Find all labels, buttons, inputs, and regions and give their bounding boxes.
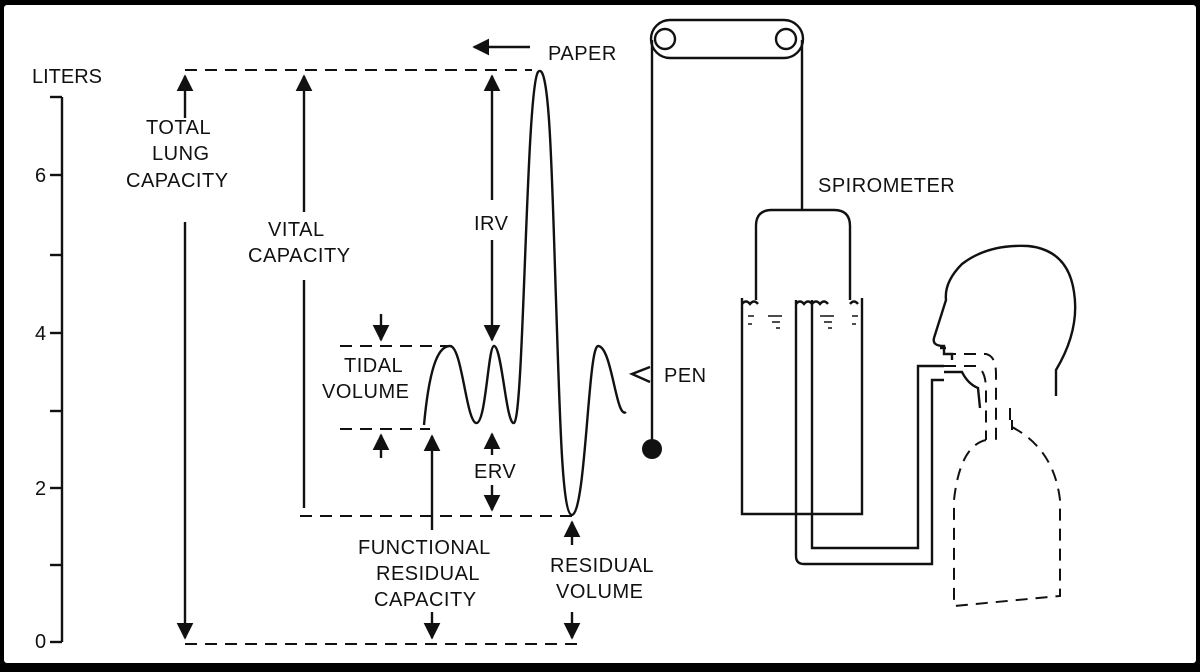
erv-label: ERV xyxy=(474,461,516,483)
axis-tick-label-4: 4 xyxy=(35,323,46,345)
measurement-arrows xyxy=(176,38,581,640)
irv-label: IRV xyxy=(474,213,509,235)
water-fill-marks xyxy=(748,315,858,329)
pulley-system xyxy=(642,18,805,459)
vc-label-line-2: CAPACITY xyxy=(248,245,351,267)
spirometer-trace xyxy=(422,69,627,517)
tlc-label-line-2: LUNG xyxy=(152,143,210,165)
paper-label: PAPER xyxy=(548,43,617,65)
right-pulley xyxy=(774,27,798,51)
water-surface xyxy=(741,300,859,306)
water-tank xyxy=(740,298,864,516)
subject-head xyxy=(932,244,1077,608)
axis-tick-label-2: 2 xyxy=(35,478,46,500)
counterweight xyxy=(642,439,662,459)
axis-unit-label: LITERS xyxy=(32,66,102,88)
reference-lines xyxy=(185,69,578,645)
tidal-label-line-1: TIDAL xyxy=(344,355,403,377)
pen-pointer xyxy=(628,365,651,384)
figure-panel xyxy=(4,5,1196,663)
left-pulley xyxy=(653,27,677,51)
axis-tick-label-6: 6 xyxy=(35,165,46,187)
breathing-tube-inner xyxy=(810,300,944,550)
frc-label-line-2: RESIDUAL xyxy=(376,563,480,585)
tidal-label-line-2: VOLUME xyxy=(322,381,409,403)
rv-label-line-2: VOLUME xyxy=(556,581,643,603)
pulley-belt xyxy=(649,18,805,60)
spirometer-apparatus xyxy=(740,208,944,566)
airway-dashed xyxy=(944,353,997,440)
frc-label-line-3: CAPACITY xyxy=(374,589,477,611)
liters-axis: LITERS 6 4 2 0 xyxy=(32,66,102,653)
head-profile-outline xyxy=(932,244,1077,396)
frc-label-line-1: FUNCTIONAL xyxy=(358,537,491,559)
floating-bell xyxy=(754,208,852,300)
spirometer-label: SPIROMETER xyxy=(818,175,955,197)
axis-tick-label-0: 0 xyxy=(35,631,46,653)
tlc-label-line-3: CAPACITY xyxy=(126,170,229,192)
rv-label-line-1: RESIDUAL xyxy=(550,555,654,577)
lungs-outline-dashed xyxy=(953,408,1061,608)
breathing-tube-outer xyxy=(794,300,944,566)
pen-label: PEN xyxy=(664,365,707,387)
vc-label-line-1: VITAL xyxy=(268,219,325,241)
labels: PAPER SPIROMETER PEN TOTAL LUNG CAPACITY… xyxy=(126,43,955,611)
jaw-line xyxy=(944,370,982,409)
tlc-label-line-1: TOTAL xyxy=(146,117,211,139)
